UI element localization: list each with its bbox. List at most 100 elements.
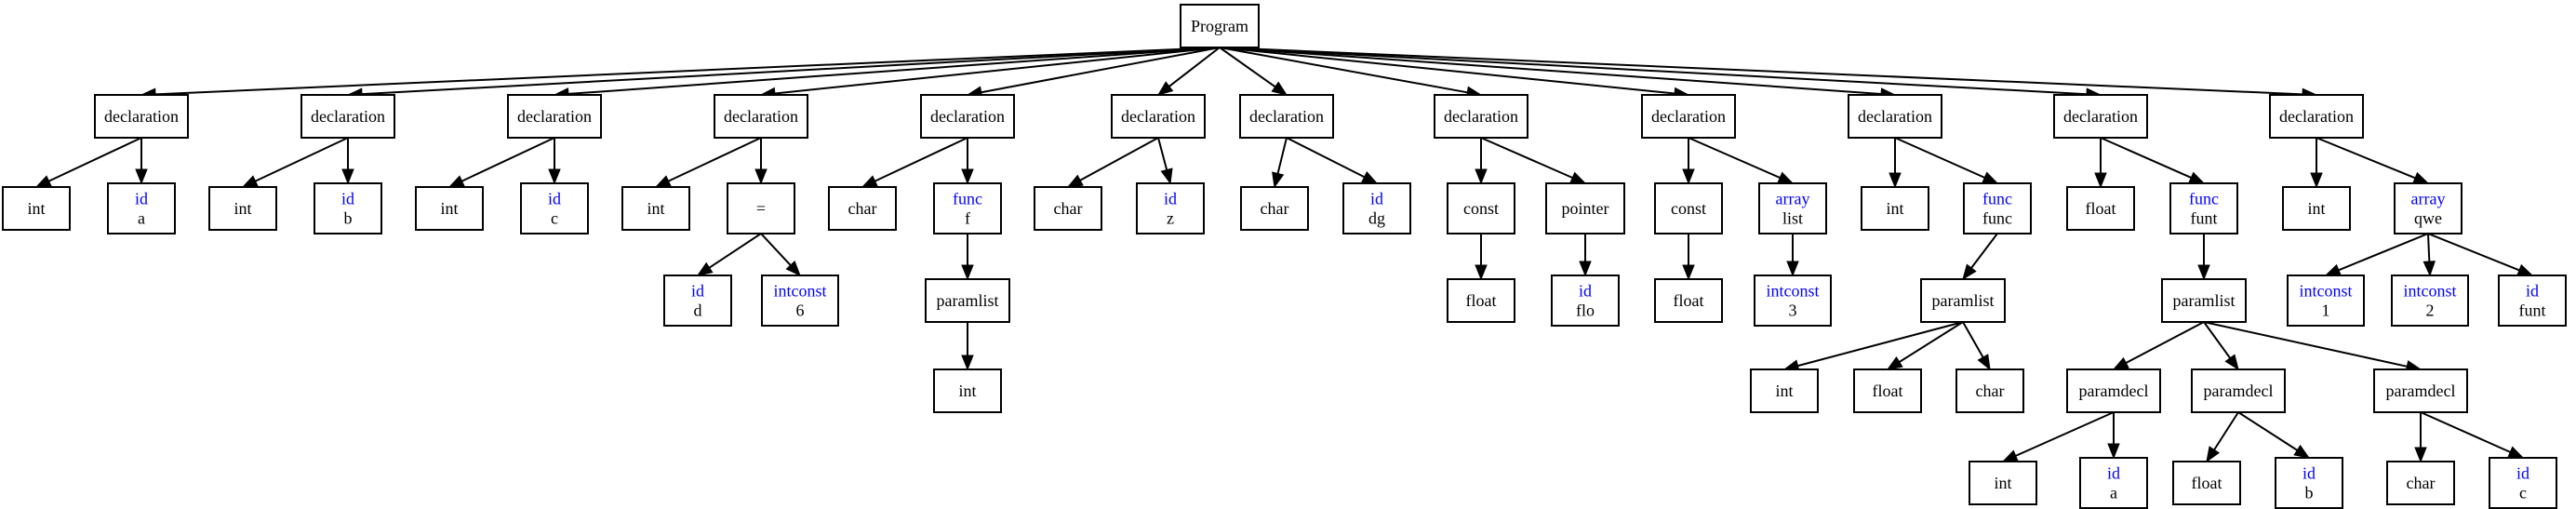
- arrowhead-decl-6: [1156, 81, 1174, 96]
- arrowhead-decl-11-pd1-id: [2107, 443, 2120, 460]
- node-label-decl-3: declaration: [517, 107, 592, 126]
- edge-decl-11-paramlist-to-decl-11-pd1: [2125, 321, 2205, 364]
- tree-node-decl-8-float: float: [1447, 278, 1515, 323]
- tree-node-decl-12: declaration: [2269, 94, 2364, 139]
- tree-node-decl-4-type: int: [621, 186, 690, 231]
- node-box-decl-10-func: [1963, 182, 2032, 234]
- node-label-decl-6-id: z: [1167, 209, 1174, 228]
- arrowhead-decl-5-func: [961, 168, 974, 185]
- node-box-decl-12-id: [2498, 275, 2567, 327]
- arrowhead-decl-11-pd3-type: [2414, 447, 2427, 463]
- node-box-decl-9-float: [1654, 278, 1723, 323]
- node-box-decl-11-pd1-id: [2079, 457, 2148, 509]
- node-label-decl-8-id: flo: [1576, 301, 1595, 320]
- node-box-decl-8-pointer: [1545, 182, 1625, 234]
- edge-program-to-decl-3: [567, 47, 1221, 95]
- node-box-decl-4-assign: [727, 182, 795, 234]
- arrowhead-decl-5-param-int: [961, 355, 974, 371]
- node-box-decl-12-type: [2282, 186, 2351, 231]
- edge-decl-12-to-decl-12-array: [2316, 137, 2416, 180]
- node-kind-decl-12-dim1: intconst: [2300, 282, 2353, 301]
- node-box-decl-6-type: [1034, 186, 1102, 231]
- arrowhead-decl-4-type: [654, 175, 672, 188]
- node-label-decl-11-pd1-type: int: [1994, 474, 2011, 492]
- tree-node-decl-6: declaration: [1111, 94, 1206, 139]
- edge-program-to-decl-12: [1219, 47, 2303, 96]
- edge-program-to-decl-9: [1219, 47, 1675, 95]
- edge-decl-3-to-decl-3-type: [461, 137, 555, 182]
- tree-node-decl-11-pd3-id: idc: [2489, 457, 2557, 509]
- node-box-decl-10-paramlist: [1920, 278, 2006, 323]
- node-label-decl-5-param-int: int: [958, 382, 976, 400]
- edge-decl-7-to-decl-7-id: [1286, 137, 1366, 179]
- tree-nodes: Program declaration int id a declaration int id…: [2, 4, 2567, 509]
- edge-program-to-decl-1: [154, 47, 1221, 96]
- arrowhead-decl-5-type: [861, 175, 878, 188]
- node-kind-decl-8-id: id: [1579, 282, 1592, 301]
- node-label-decl-4-type: int: [647, 199, 664, 218]
- edge-decl-4-assign-to-decl-4-id: [708, 233, 762, 269]
- node-kind-decl-11-pd1-id: id: [2107, 464, 2120, 483]
- node-label-decl-1-type: int: [27, 199, 45, 218]
- arrowhead-decl-7-type: [1272, 171, 1285, 189]
- node-label-decl-1: declaration: [104, 107, 179, 126]
- node-box-decl-9-size: [1754, 275, 1832, 327]
- arrowhead-decl-9-float: [1682, 264, 1695, 281]
- node-box-decl-1-id: [107, 182, 176, 234]
- arrowhead-decl-11-pd2: [2224, 354, 2239, 371]
- arrowhead-decl-11-paramlist: [2197, 264, 2210, 281]
- node-box-decl-1: [94, 94, 189, 139]
- arrowhead-decl-1-id: [135, 168, 148, 185]
- edge-decl-10-to-decl-10-func: [1894, 137, 1985, 179]
- edge-decl-11-to-decl-11-func: [2100, 137, 2192, 179]
- node-box-decl-10-param-char: [1955, 368, 2024, 413]
- edge-decl-9-to-decl-9-array: [1688, 137, 1781, 179]
- tree-node-decl-2: declaration: [300, 94, 395, 139]
- node-box-decl-5-param-int: [933, 368, 1002, 413]
- node-label-decl-4-id: d: [694, 301, 702, 320]
- node-box-decl-11-pd3: [2373, 368, 2468, 413]
- node-label-decl-2-type: int: [234, 199, 251, 218]
- tree-node-decl-4-id: idd: [663, 275, 732, 327]
- node-box-decl-4-type: [621, 186, 690, 231]
- tree-node-decl-5-param-int: int: [933, 368, 1002, 413]
- arrowhead-decl-7: [1271, 81, 1288, 96]
- tree-node-decl-2-type: int: [208, 186, 277, 231]
- arrowhead-decl-5-paramlist: [961, 264, 974, 281]
- node-label-decl-1-id: a: [138, 209, 145, 228]
- edge-decl-12-array-to-decl-12-dim1: [2338, 233, 2429, 272]
- node-box-decl-2-type: [208, 186, 277, 231]
- arrowhead-decl-12-array: [2412, 171, 2430, 184]
- node-label-decl-6-type: char: [1054, 199, 1083, 218]
- node-box-decl-8-id: [1551, 275, 1620, 327]
- node-label-decl-8-float: float: [1466, 291, 1497, 310]
- edge-decl-11-pd2-to-decl-11-pd2-id: [2237, 411, 2298, 451]
- node-label-decl-9-array: list: [1782, 209, 1803, 228]
- edge-program-to-decl-2: [361, 47, 1221, 96]
- node-label-decl-11-type: float: [2086, 199, 2116, 218]
- node-label-decl-10-param-float: float: [1873, 382, 1903, 400]
- tree-node-decl-9-const: const: [1654, 182, 1723, 234]
- node-box-decl-9: [1641, 94, 1736, 139]
- node-label-decl-9-size: 3: [1789, 301, 1797, 320]
- node-kind-decl-11-func: func: [2189, 190, 2219, 208]
- node-kind-decl-11-pd2-id: id: [2302, 464, 2316, 483]
- node-label-decl-12-id: funt: [2519, 301, 2546, 320]
- arrowhead-decl-4-const: [785, 261, 801, 276]
- node-label-decl-11: declaration: [2063, 107, 2138, 126]
- node-label-program: Program: [1191, 17, 1248, 35]
- arrowhead-decl-12-dim1: [2324, 263, 2342, 276]
- node-label-decl-12: declaration: [2279, 107, 2354, 126]
- tree-node-decl-4-assign: =: [727, 182, 795, 234]
- tree-node-decl-11-pd2-type: float: [2172, 461, 2241, 505]
- node-box-decl-11-paramlist: [2161, 278, 2247, 323]
- node-label-decl-11-paramlist: paramlist: [2173, 291, 2236, 310]
- node-box-decl-8-float: [1447, 278, 1515, 323]
- node-box-decl-12-dim2: [2391, 275, 2469, 327]
- tree-node-decl-3-type: int: [415, 186, 484, 231]
